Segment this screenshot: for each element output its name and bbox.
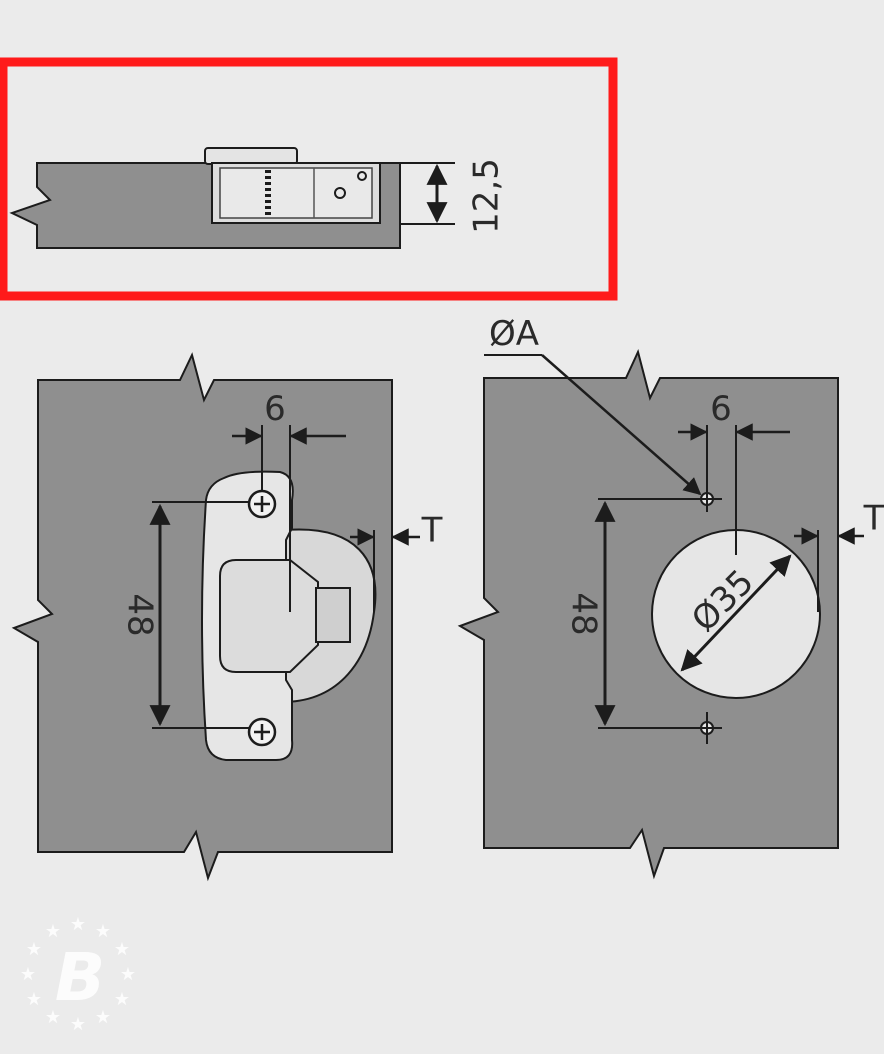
right-spacing-dimension: 6 (678, 389, 790, 555)
left-spacing-label: 6 (264, 389, 286, 429)
svg-text:★: ★ (70, 1014, 86, 1035)
right-height-dimension: 48 (564, 498, 696, 729)
right-panel (457, 349, 839, 880)
screw-hole-top-icon (694, 486, 722, 512)
svg-text:★: ★ (26, 939, 42, 960)
svg-text:★: ★ (45, 1007, 61, 1028)
left-height-dimension: 48 (120, 501, 250, 729)
highlight-frame (0, 57, 618, 301)
hinge-side-profile (204, 147, 381, 224)
right-offset-label: T (863, 499, 884, 539)
svg-text:★: ★ (114, 939, 130, 960)
left-offset-dimension: T (350, 511, 443, 612)
hinge-arm-recess (219, 559, 319, 673)
svg-text:★: ★ (70, 914, 86, 935)
svg-text:★: ★ (26, 989, 42, 1010)
svg-text:★: ★ (120, 964, 136, 985)
svg-text:★: ★ (114, 989, 130, 1010)
logo-letter: B (55, 939, 105, 1016)
top-side-view: 12,5 (0, 57, 618, 301)
right-drilling-view: ØA 6 48 Ø35 T (457, 314, 884, 880)
screw-hole-bottom-icon (694, 712, 722, 744)
svg-text:★: ★ (95, 921, 111, 942)
screw-top-icon (247, 489, 277, 519)
hinge-adjust-block (315, 587, 351, 643)
left-offset-label: T (421, 511, 443, 551)
hole-diameter-leader: ØA (484, 314, 702, 496)
thickness-label: 12,5 (467, 158, 507, 234)
screw-bottom-icon (247, 717, 277, 747)
svg-text:★: ★ (20, 964, 36, 985)
right-spacing-label: 6 (710, 389, 732, 429)
panel-thickness-dimension: 12,5 (400, 158, 507, 234)
right-offset-dimension: T (794, 499, 884, 612)
star-ring-icon: ★ ★ ★ ★ ★ ★ ★ ★ ★ ★ ★ ★ (20, 914, 136, 1035)
brand-logo-watermark: ★ ★ ★ ★ ★ ★ ★ ★ ★ ★ ★ ★ B (20, 914, 136, 1035)
svg-text:★: ★ (45, 921, 61, 942)
left-front-view: 6 48 T (11, 352, 443, 882)
hole-diameter-label: ØA (489, 314, 539, 354)
left-height-label: 48 (120, 593, 160, 636)
right-height-label: 48 (564, 592, 604, 635)
svg-text:★: ★ (95, 1007, 111, 1028)
left-spacing-dimension: 6 (232, 389, 346, 612)
